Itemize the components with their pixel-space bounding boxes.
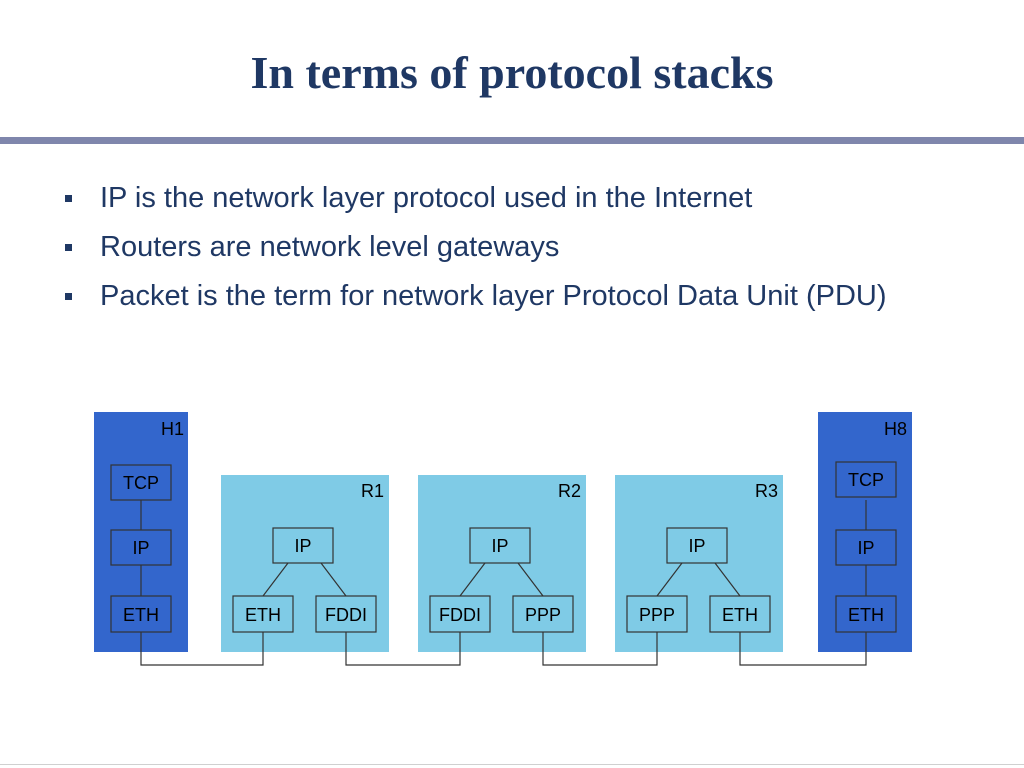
layer-label: IP [857, 538, 874, 558]
layer-label: FDDI [325, 605, 367, 625]
layer-box [626, 595, 688, 633]
r3-h8-physical-link [739, 632, 867, 666]
bullet-list: IP is the network layer protocol used in… [62, 180, 962, 327]
router-r3-stack: IP PPP ETH [626, 527, 771, 633]
layer-label: FDDI [439, 605, 481, 625]
r2-ip-right-link [517, 562, 544, 597]
layer-box [110, 529, 172, 566]
layer-label: IP [132, 538, 149, 558]
layer-box [835, 461, 897, 498]
layer-label: IP [294, 536, 311, 556]
layer-box [469, 527, 531, 564]
r3-ip-right-link [714, 562, 741, 597]
bullet-text: Routers are network level gateways [100, 231, 560, 263]
layer-box [272, 527, 334, 564]
r2-r3-physical-link [542, 632, 658, 666]
bullet-item: Routers are network level gateways [62, 229, 962, 265]
r1-ip-right-link [320, 562, 347, 597]
router-r3-label: R3 [755, 481, 778, 501]
layer-label: ETH [848, 605, 884, 625]
square-bullet-icon [65, 195, 72, 202]
r1-r2-physical-link [345, 632, 461, 666]
h1-r1-physical-link [140, 632, 264, 666]
host-h1-stack: TCP IP ETH [110, 464, 172, 633]
host-h8-label: H8 [884, 419, 907, 439]
bullet-text: IP is the network layer protocol used in… [100, 182, 753, 214]
square-bullet-icon [65, 244, 72, 251]
router-r2-label: R2 [558, 481, 581, 501]
bullet-item: IP is the network layer protocol used in… [62, 180, 962, 216]
layer-label: IP [491, 536, 508, 556]
layer-box [512, 595, 574, 633]
router-r2-stack: IP FDDI PPP [429, 527, 574, 633]
layer-box [232, 595, 294, 633]
layer-box [709, 595, 771, 633]
r1-ip-left-link [262, 562, 289, 597]
layer-label: PPP [525, 605, 561, 625]
layer-box [666, 527, 728, 564]
layer-label: ETH [245, 605, 281, 625]
host-h1-label: H1 [161, 419, 184, 439]
layer-label: TCP [123, 473, 159, 493]
connection-lines [140, 500, 867, 666]
square-bullet-icon [65, 293, 72, 300]
layer-box [110, 595, 172, 633]
footer-divider [0, 764, 1024, 765]
router-r1-stack: IP ETH FDDI [232, 527, 377, 633]
layer-label: ETH [123, 605, 159, 625]
layer-box [835, 595, 897, 633]
layer-box [110, 464, 172, 501]
r3-ip-left-link [656, 562, 683, 597]
layer-label: PPP [639, 605, 675, 625]
router-r1-label: R1 [361, 481, 384, 501]
layer-box [835, 529, 897, 566]
host-h8-stack: TCP IP ETH [835, 461, 897, 633]
r2-ip-left-link [459, 562, 486, 597]
layer-label: ETH [722, 605, 758, 625]
layer-label: IP [688, 536, 705, 556]
title-divider [0, 137, 1024, 144]
layer-box [429, 595, 491, 633]
page-title: In terms of protocol stacks [250, 47, 774, 98]
layer-label: TCP [848, 470, 884, 490]
bullet-text: Packet is the term for network layer Pro… [100, 280, 887, 312]
bullet-item: Packet is the term for network layer Pro… [62, 278, 962, 314]
layer-box [315, 595, 377, 633]
host-h1-panel [94, 412, 188, 652]
